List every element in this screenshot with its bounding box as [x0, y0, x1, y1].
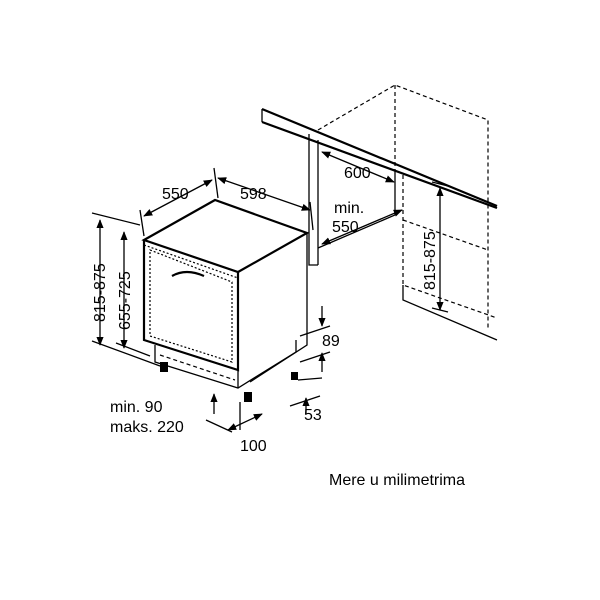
dim-53-ext-bottom	[289, 395, 321, 407]
dim-53-ext-top	[297, 377, 323, 381]
niche-depth-dimension: 600	[321, 151, 395, 183]
dim-600-label: 600	[344, 165, 371, 182]
dim-niche-height-tick-bottom	[431, 307, 449, 313]
dim-height-ext-bottom	[91, 340, 161, 367]
door-top-dotted	[143, 244, 239, 279]
niche-min-depth-dimension: min. 550	[321, 200, 403, 245]
dishwasher-top	[141, 198, 310, 274]
niche-mid-dashed	[402, 219, 489, 251]
installation-niche	[261, 84, 498, 341]
dishwasher-base	[154, 340, 297, 389]
foot-offset-dimension: 53	[289, 377, 323, 424]
depth-dimension: 550	[139, 179, 213, 237]
width-dimension: 598	[213, 167, 314, 231]
dim-89-label: 89	[322, 333, 340, 350]
dim-100-label: 100	[240, 438, 267, 455]
dim-89-ext-bottom	[299, 351, 331, 363]
dim-height-label: 815-875	[92, 263, 109, 322]
dim-height-ext-top	[91, 212, 141, 226]
dishwasher-side	[249, 233, 308, 383]
dim-550-ext-left	[139, 209, 145, 237]
dim-inner-height-ext	[115, 342, 151, 357]
niche-floor-right	[402, 285, 498, 341]
inner-height-dimension: 655-725	[115, 231, 151, 357]
adjustable-height-dimension: min. 90 maks. 220	[110, 393, 233, 436]
dim-min-label: min. 90	[110, 399, 163, 416]
countertop-lower-edge	[261, 120, 498, 210]
dim-inner-height-label: 655-725	[117, 271, 134, 330]
dishwasher-front	[142, 240, 240, 372]
dim-niche-height-label: 815-875	[422, 231, 439, 290]
dim-550-label: 550	[162, 186, 189, 203]
foot-icon	[244, 392, 252, 402]
dim-89-ext-top	[299, 325, 331, 337]
dim-598-label: 598	[240, 186, 267, 203]
door-handle-icon	[171, 270, 205, 278]
foot-depth-dimension: 100	[227, 402, 267, 455]
niche-right-dashed	[402, 175, 498, 319]
dim-100-line	[227, 413, 263, 431]
dim-niche-min-label: min.	[334, 200, 364, 217]
door-panel	[149, 249, 233, 363]
dim-550-niche-line	[321, 209, 403, 245]
dim-598-ext-left	[213, 167, 219, 199]
dim-niche-min-value: 550	[332, 219, 359, 236]
dim-550-line	[143, 179, 213, 217]
countertop-upper-edge	[261, 107, 498, 208]
dim-598-ext-right	[309, 201, 314, 231]
dim-600-line	[321, 151, 395, 183]
base-dashed	[159, 354, 236, 381]
foot-icon	[291, 372, 298, 380]
niche-height-dimension: 815-875	[422, 181, 449, 313]
foot-icon	[160, 362, 168, 372]
niche-back-dashed	[317, 84, 489, 330]
caption: Mere u milimetrima	[329, 472, 465, 489]
dim-max-label: maks. 220	[110, 419, 184, 436]
dim-niche-height-tick-top	[431, 181, 449, 187]
dishwasher-body	[141, 198, 310, 402]
dim-598-line	[217, 177, 311, 211]
plinth-height-dimension: 89	[299, 306, 340, 372]
dim-53-label: 53	[304, 407, 322, 424]
niche-left-wall	[308, 134, 318, 266]
height-dimension: 815-875	[91, 212, 161, 367]
